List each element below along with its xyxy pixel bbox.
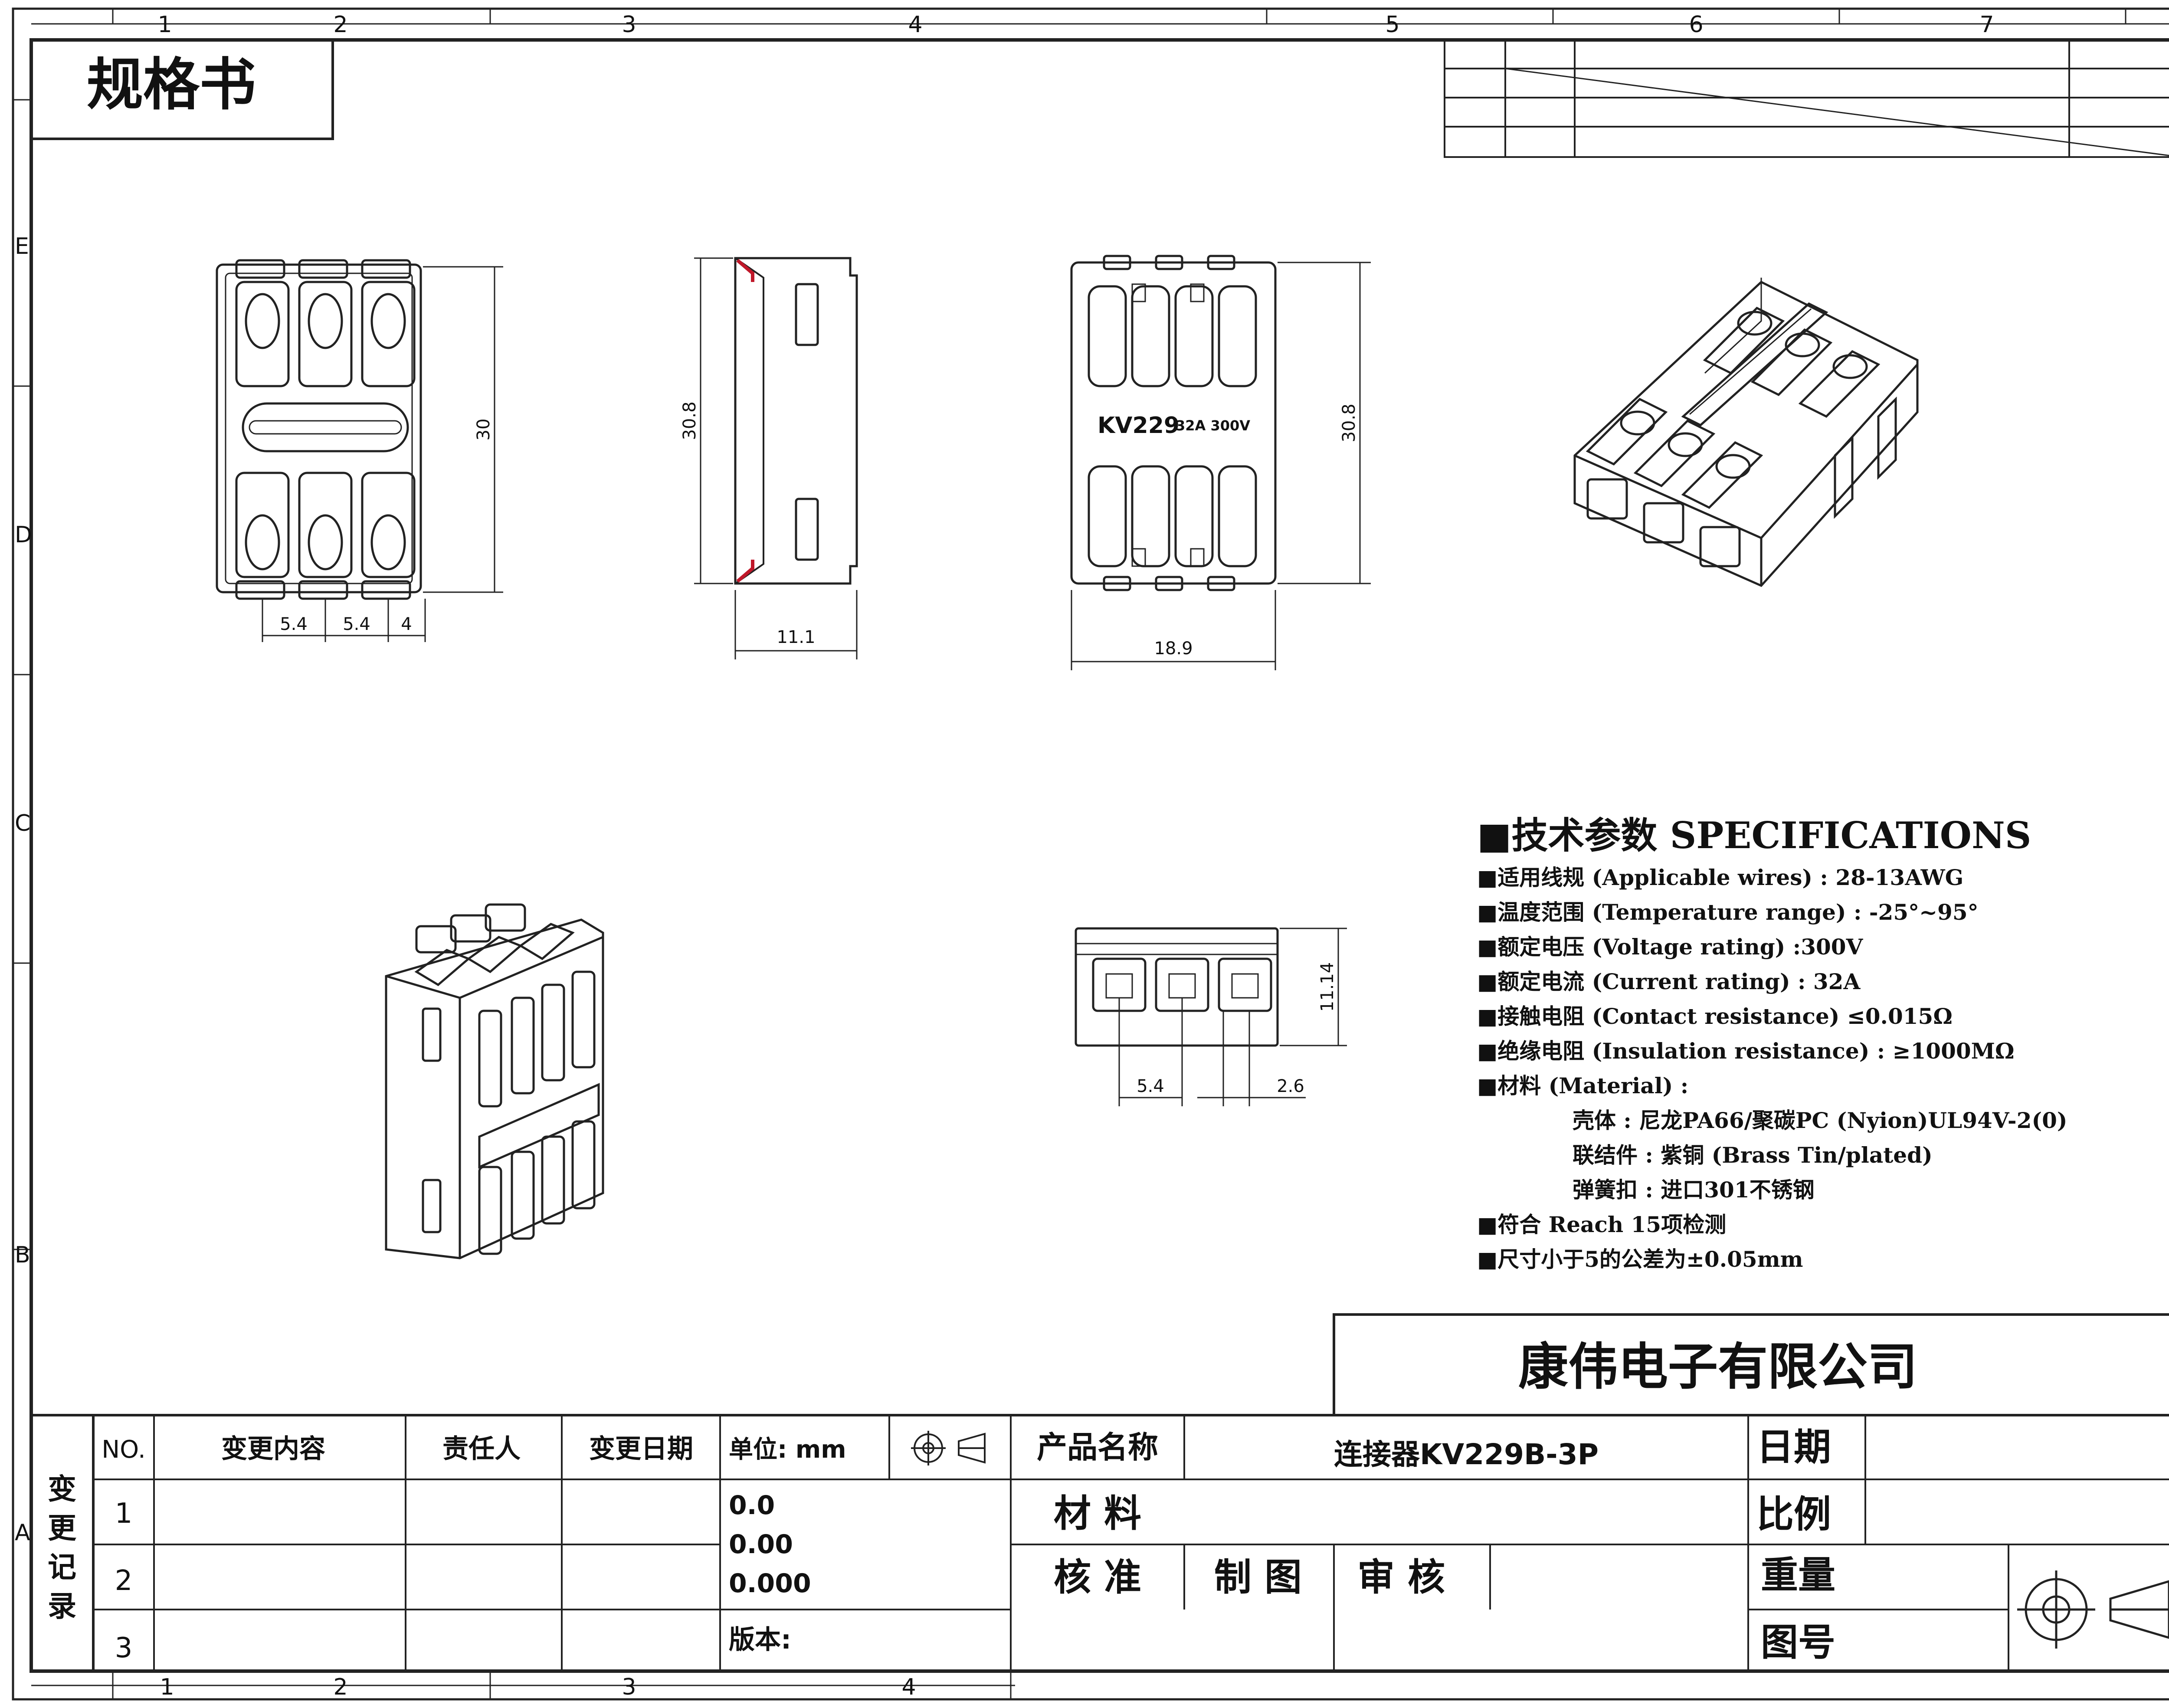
- grid-left-labels: E D C B A: [15, 233, 32, 1546]
- title-box: 规格书: [30, 39, 334, 140]
- dim-side-width: 11.1: [777, 627, 815, 647]
- dim-front-pitch: 5.4: [343, 614, 370, 634]
- grid-col-label: 2: [333, 1674, 347, 1700]
- revision-table: [1444, 39, 2169, 158]
- change-record-char: 记: [48, 1551, 76, 1584]
- tolerance-value: 0.000: [729, 1568, 811, 1599]
- dim-front-pitch: 5.4: [280, 614, 308, 634]
- drawing-no-label: 图号: [1761, 1621, 1835, 1664]
- spec-heading: ■技术参数 SPECIFICATIONS: [1477, 814, 2031, 857]
- end-view: [1075, 927, 1347, 1106]
- grid-col-label: 3: [622, 12, 636, 38]
- title-block-lines: [31, 1414, 2169, 1671]
- grid-col-label: 3: [622, 1674, 636, 1700]
- grid-col-label: 4: [901, 1674, 916, 1700]
- dim-end-pitch: 5.4: [1137, 1076, 1164, 1096]
- version-label: 版本:: [729, 1625, 791, 1655]
- date-label: 日期: [1756, 1426, 1831, 1469]
- grid-col-label: 4: [908, 12, 922, 38]
- record-row-number: 3: [115, 1632, 133, 1664]
- specifications: ■技术参数 SPECIFICATIONS ■适用线规 (Applicable w…: [1477, 814, 2067, 1272]
- dim-end-gap: 2.6: [1277, 1076, 1304, 1096]
- grid-col-label: 7: [1979, 12, 1994, 38]
- back-view: [1070, 255, 1371, 670]
- col-content-header: 变更内容: [221, 1434, 325, 1464]
- weight-label: 重量: [1761, 1554, 1835, 1597]
- spec-footer-line: ■符合 Reach 15项检测: [1477, 1212, 1726, 1237]
- spec-line: ■额定电压 (Voltage rating) :300V: [1477, 934, 1864, 960]
- dim-front-end: 4: [401, 614, 412, 634]
- unit-label: 单位: mm: [729, 1436, 846, 1464]
- spec-line: ■绝缘电阻 (Insulation resistance) : ≥1000MΩ: [1477, 1038, 2015, 1064]
- back-label-rating: 32A 300V: [1176, 417, 1250, 434]
- col-date-header: 变更日期: [589, 1434, 693, 1464]
- record-row-number: 2: [115, 1565, 133, 1597]
- grid-row-label: B: [15, 1242, 30, 1268]
- spec-material-line: 壳体 : 尼龙PA66/聚碳PC (Nyion)UL94V-2(0): [1573, 1108, 2067, 1133]
- grid-row-label: D: [15, 522, 32, 548]
- company-name: 康伟电子有限公司: [1518, 1338, 1917, 1396]
- grid-col-label: 1: [160, 1674, 174, 1700]
- change-record-char: 变: [48, 1472, 76, 1506]
- side-view: [694, 257, 858, 659]
- spec-line: ■温度范围 (Temperature range) : -25°~95°: [1477, 899, 1979, 925]
- record-row-number: 1: [115, 1498, 133, 1530]
- spec-line: ■额定电流 (Current rating) : 32A: [1477, 969, 1861, 994]
- front-view: [216, 259, 503, 642]
- col-person-header: 责任人: [442, 1434, 521, 1464]
- review-label: 审 核: [1357, 1556, 1445, 1599]
- third-angle-projection-icon: [2017, 1570, 2169, 1649]
- dim-side-height: 30.8: [680, 401, 700, 440]
- grid-col-label: 5: [1385, 12, 1399, 38]
- spec-material-line: 弹簧扣 : 进口301不锈钢: [1573, 1177, 1815, 1203]
- grid-col-label: 2: [333, 12, 347, 38]
- product-name-label: 产品名称: [1037, 1429, 1158, 1465]
- grid-col-label: 6: [1689, 12, 1703, 38]
- grid-row-label: C: [15, 810, 30, 836]
- isometric-view-bottom: [385, 903, 604, 1259]
- grid-row-label: A: [15, 1520, 30, 1546]
- product-name: 连接器KV229B-3P: [1334, 1438, 1599, 1471]
- dim-end-height: 11.14: [1317, 962, 1337, 1012]
- spec-line: ■适用线规 (Applicable wires) : 28-13AWG: [1477, 865, 1963, 890]
- tolerance-value: 0.00: [729, 1529, 793, 1560]
- spec-line: ■接触电阻 (Contact resistance) ≤0.015Ω: [1477, 1003, 1953, 1029]
- spec-line: ■材料 (Material) :: [1477, 1073, 1688, 1098]
- grid-top-labels: 1 2 3 4 5 6 7: [157, 12, 1994, 38]
- grid-bottom-labels: 1 2 3 4: [160, 1674, 916, 1700]
- scale-label: 比例: [1756, 1493, 1831, 1536]
- material-label: 材 料: [1054, 1492, 1141, 1535]
- grid-col-label: 1: [157, 12, 172, 38]
- dim-front-height: 30: [474, 419, 494, 441]
- projection-symbol-small: [911, 1431, 986, 1465]
- dim-back-height: 30.8: [1339, 403, 1359, 442]
- change-record-char: 更: [48, 1511, 77, 1545]
- isometric-view-top: [1573, 278, 1919, 587]
- back-label-model: KV229: [1098, 413, 1180, 439]
- drawing-frame: [12, 7, 2169, 1701]
- dim-back-width: 18.9: [1154, 639, 1193, 659]
- change-record-char: 录: [48, 1590, 76, 1623]
- grid-row-label: E: [15, 233, 29, 259]
- page-title: 规格书: [87, 52, 256, 118]
- spec-footer-line: ■尺寸小于5的公差为±0.05mm: [1477, 1246, 1803, 1272]
- spec-material-line: 联结件 : 紫铜 (Brass Tin/plated): [1573, 1142, 1933, 1168]
- tolerance-value: 0.0: [729, 1490, 775, 1521]
- change-record: 变 更 记 录: [48, 1472, 77, 1623]
- drawn-label: 制 图: [1214, 1556, 1302, 1599]
- company-box: 康伟电子有限公司: [1333, 1313, 2169, 1415]
- col-no-header: NO.: [102, 1436, 146, 1464]
- approve-label: 核 准: [1054, 1556, 1141, 1599]
